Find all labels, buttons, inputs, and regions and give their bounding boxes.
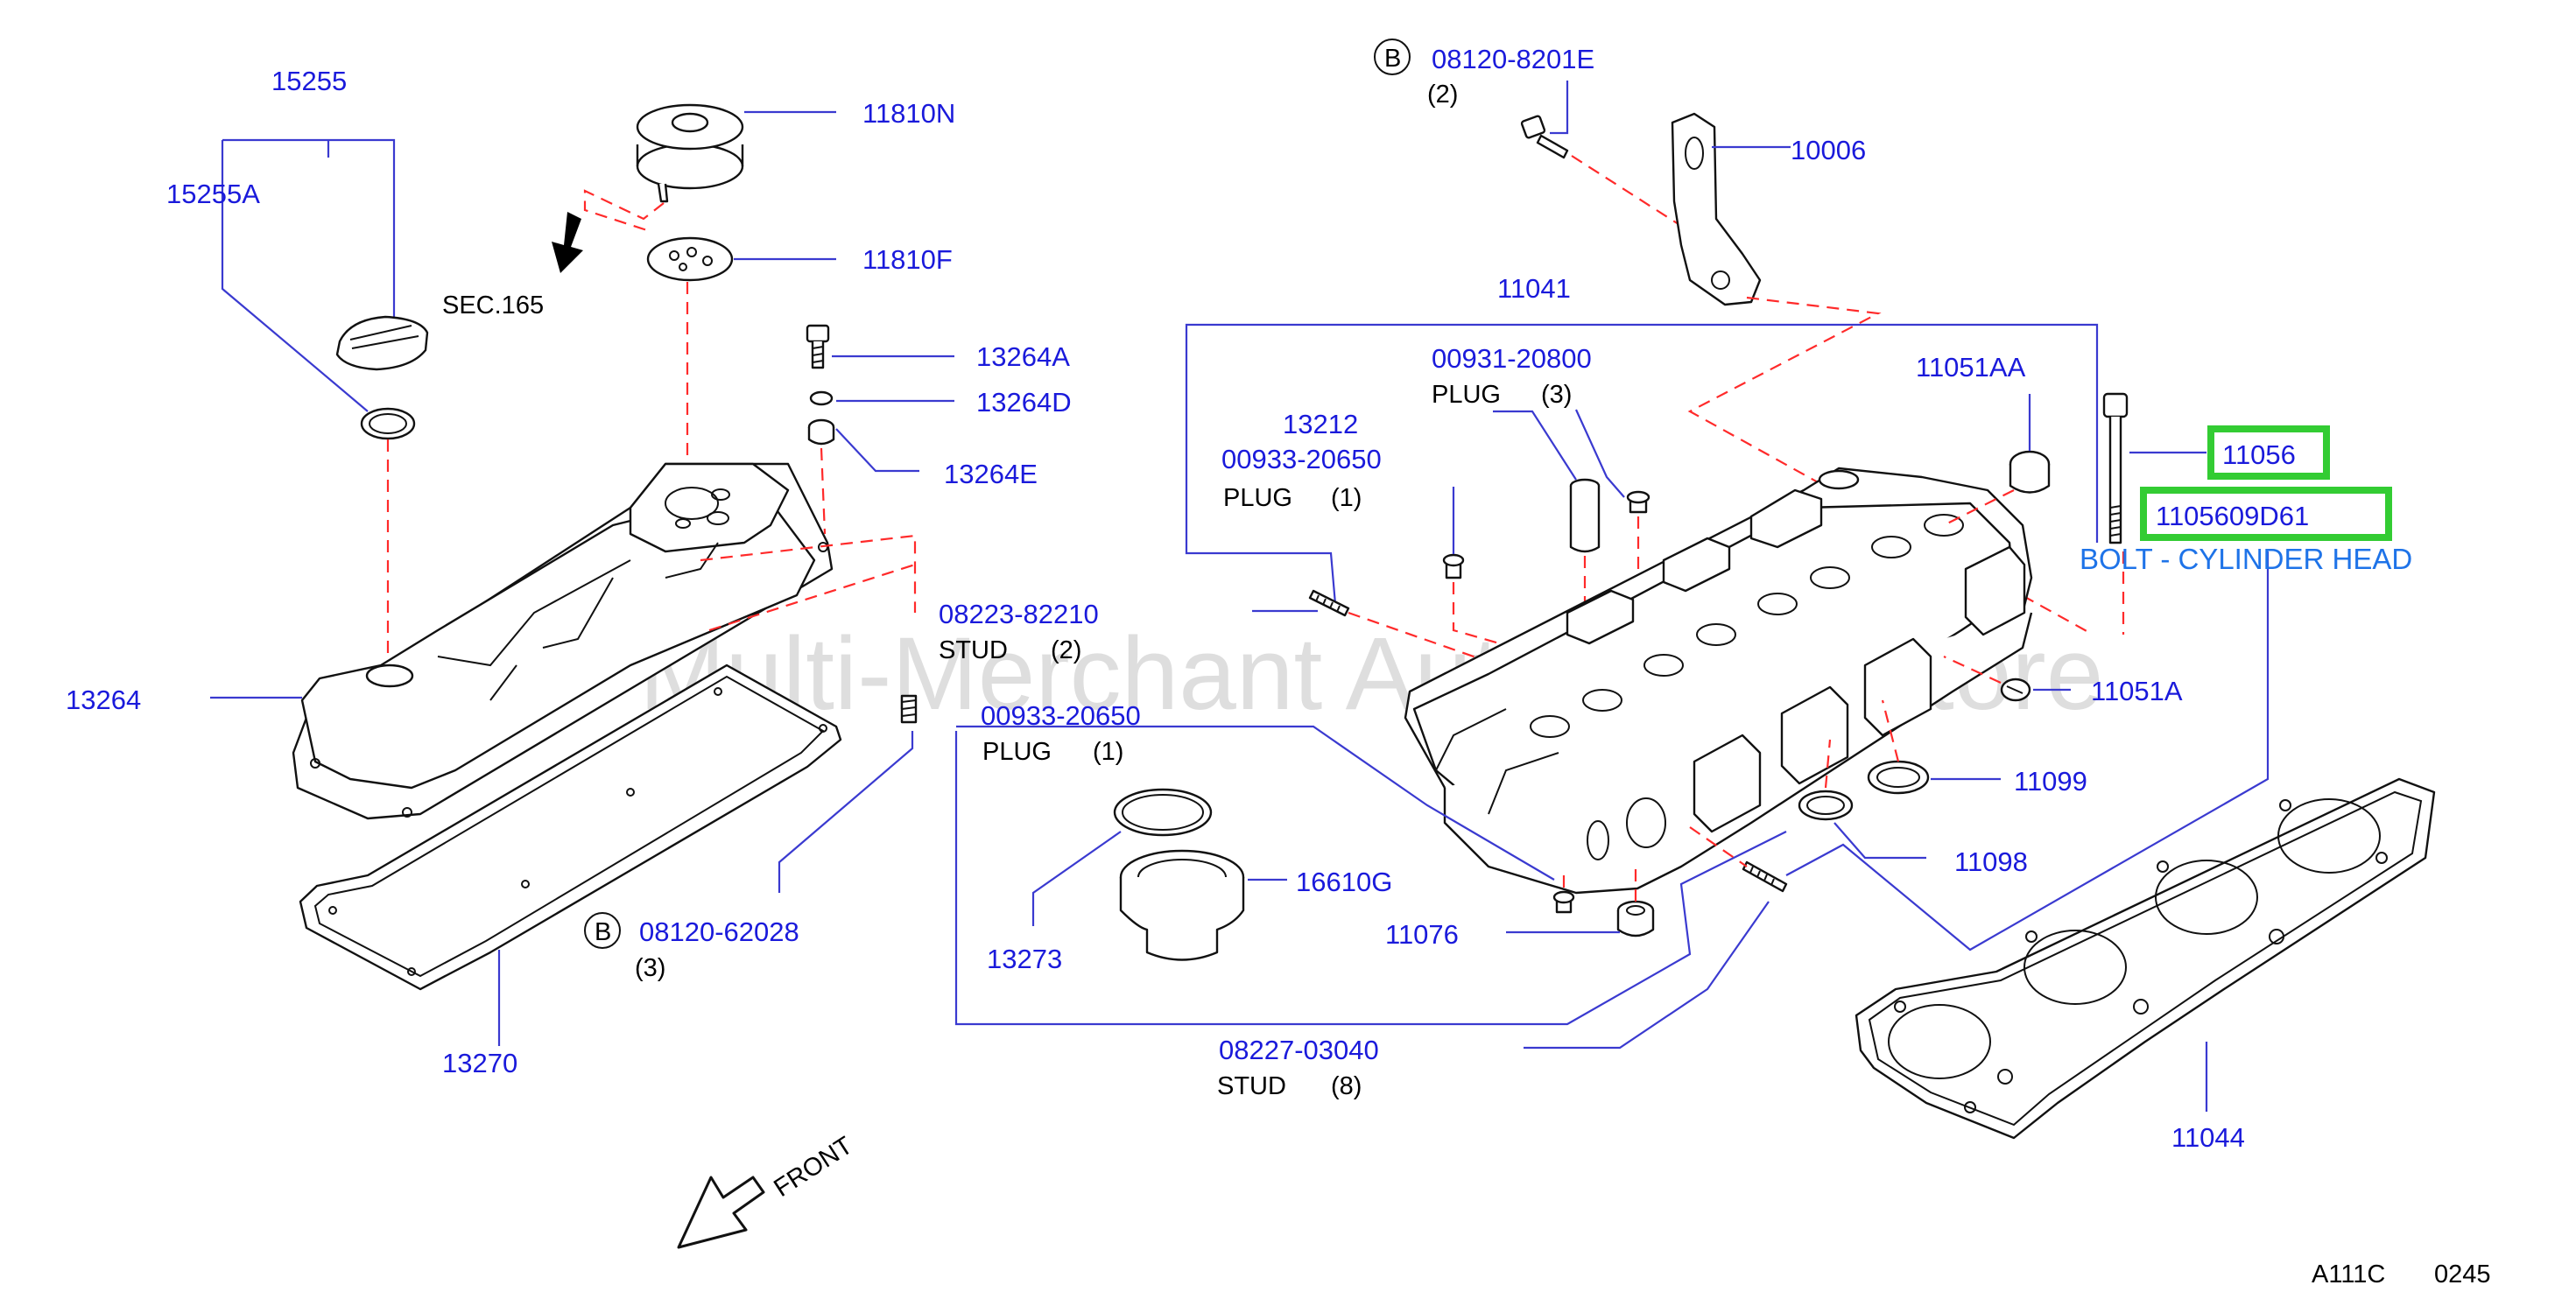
front-direction-arrow-icon <box>677 1176 765 1249</box>
label-stud-2: STUD <box>939 636 1008 664</box>
section-arrow-icon <box>552 212 583 273</box>
label-11076: 11076 <box>1385 919 1459 950</box>
b-marker-bottom-text: B <box>595 918 611 946</box>
label-11056[interactable]: 11056 <box>2222 439 2296 470</box>
label-plug-3: PLUG <box>1432 381 1501 409</box>
plug-11076-drawing <box>1552 890 1575 914</box>
label-11810N: 11810N <box>862 98 955 129</box>
label-08120-8201E: 08120-8201E <box>1432 44 1594 74</box>
label-13264D: 13264D <box>976 387 1072 418</box>
label-stud-8-qty: (8) <box>1331 1072 1362 1100</box>
bracket-bolt-drawing <box>1520 115 1569 159</box>
oil-seal-drawing <box>1616 900 1655 937</box>
labels-layer: 15255 15255A 11810N 11810F SEC.165 13264… <box>66 39 2491 1288</box>
label-11051A: 11051A <box>2091 676 2183 706</box>
label-plug-1-mid-qty: (1) <box>1093 738 1123 766</box>
rocker-cover-group <box>210 103 954 1046</box>
cylinder-head-group <box>677 81 2436 1249</box>
label-13264: 13264 <box>66 685 141 715</box>
valve-guide-drawing <box>1569 478 1601 553</box>
oil-filler-cap-drawing <box>335 315 429 371</box>
label-13264A: 13264A <box>976 341 1070 372</box>
highlight-box-1105609D61 <box>2140 487 2392 541</box>
b-marker-bottom <box>584 912 621 949</box>
expansion-plug-small-drawing <box>2000 678 2031 702</box>
label-qty-2-top: (2) <box>1427 81 1458 109</box>
label-1105609D61[interactable]: 1105609D61 <box>2156 501 2309 531</box>
highlight-box-11056 <box>2207 425 2330 480</box>
engine-bracket-drawing <box>1671 112 1762 306</box>
footer-number: 0245 <box>2434 1260 2491 1288</box>
bolt-cylinder-head-link[interactable]: BOLT - CYLINDER HEAD <box>2080 543 2412 575</box>
plug-top-drawing <box>1442 553 1465 579</box>
label-16610G: 16610G <box>1296 867 1392 897</box>
label-00933-20650-mid: 00933-20650 <box>981 700 1141 731</box>
pcv-gasket-drawing <box>646 236 734 282</box>
label-10006: 10006 <box>1791 135 1866 165</box>
cylinder-head-drawing <box>1404 467 2033 895</box>
label-plug-3-qty: (3) <box>1541 381 1572 409</box>
washer-drawing <box>809 390 834 406</box>
label-13273: 13273 <box>987 944 1062 974</box>
grommet-drawing <box>807 418 835 446</box>
label-plug-1-top: PLUG <box>1223 484 1292 512</box>
label-08223-82210: 08223-82210 <box>939 599 1099 629</box>
nozzle-sleeve-drawing <box>1119 849 1245 961</box>
rocker-cover-drawing <box>292 462 834 820</box>
label-11810F: 11810F <box>862 244 953 275</box>
rocker-gasket-drawing <box>299 664 842 991</box>
label-13270: 13270 <box>442 1048 517 1078</box>
label-11098: 11098 <box>1954 846 2028 877</box>
label-qty-3-bottom: (3) <box>635 954 665 982</box>
seal-11099-drawing <box>1867 760 1930 795</box>
rocker-bolt-drawing <box>806 324 830 369</box>
label-13264E: 13264E <box>944 459 1038 489</box>
expansion-plug-large-drawing <box>2009 450 2051 494</box>
label-sec165: SEC.165 <box>442 291 544 319</box>
head-bolt-drawing <box>2102 392 2129 544</box>
label-08120-62028: 08120-62028 <box>639 916 799 947</box>
o-ring-drawing <box>1113 788 1213 837</box>
label-stud-8: STUD <box>1217 1072 1286 1100</box>
plug-small-drawing <box>1626 490 1650 514</box>
label-08227-03040: 08227-03040 <box>1219 1035 1379 1065</box>
label-front: FRONT <box>769 1131 857 1202</box>
label-00933-20650-top: 00933-20650 <box>1221 444 1382 474</box>
head-stud-left-drawing <box>1308 589 1350 617</box>
label-11041: 11041 <box>1497 273 1571 304</box>
label-15255A: 15255A <box>166 179 260 209</box>
label-11051AA: 11051AA <box>1916 352 2026 383</box>
footer-code: A111C <box>2312 1260 2385 1288</box>
label-plug-1-mid: PLUG <box>982 738 1052 766</box>
b-marker-top <box>1374 39 1411 75</box>
seal-11098-drawing <box>1798 790 1854 821</box>
pcv-valve-drawing <box>636 103 744 203</box>
label-13212: 13212 <box>1283 409 1358 439</box>
b-marker-top-text: B <box>1384 45 1401 73</box>
head-stud-drawing <box>1742 860 1788 893</box>
label-plug-1-top-qty: (1) <box>1331 484 1362 512</box>
label-15255: 15255 <box>271 66 347 96</box>
head-gasket-drawing <box>1855 777 2436 1140</box>
label-stud-2-qty: (2) <box>1051 636 1081 664</box>
label-11044: 11044 <box>2171 1122 2245 1153</box>
label-00931-20800: 00931-20800 <box>1432 343 1592 374</box>
label-11099: 11099 <box>2014 766 2087 797</box>
stud-drawing <box>900 694 918 724</box>
